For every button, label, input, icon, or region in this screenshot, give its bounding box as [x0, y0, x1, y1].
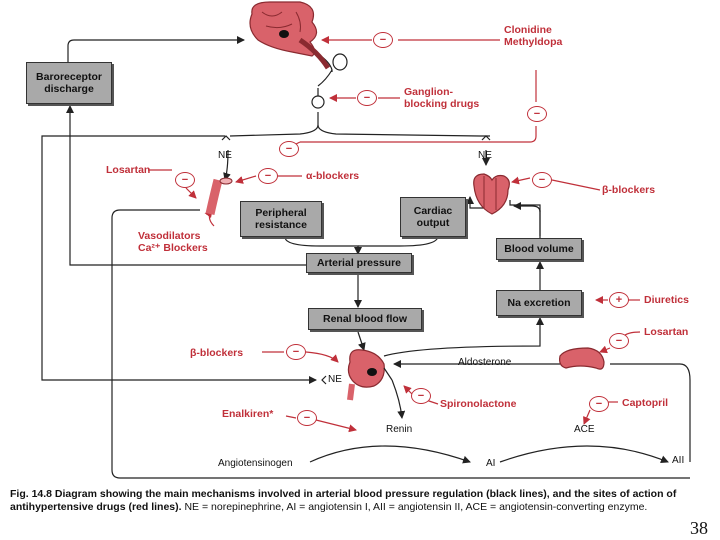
figure-caption-rest: NE = norepinephrine, AI = angiotensin I,…	[181, 501, 648, 513]
ne-left-label: NE	[218, 150, 232, 161]
renin-label: Renin	[386, 424, 413, 435]
spironolactone-minus-sign: −	[411, 388, 431, 404]
nerve-ne-minus-sign: −	[279, 141, 299, 157]
drug-lines	[148, 36, 641, 433]
ace-label: ACE	[574, 424, 595, 435]
ganglion-blocking-drugs-label: Ganglion- blocking drugs	[404, 86, 480, 110]
renal-blood-flow-label: Renal blood flow	[323, 313, 407, 325]
clonidine-ne-minus-sign: −	[527, 106, 547, 122]
losartan-vessel-label: Losartan	[106, 164, 151, 176]
blood-vessel-illustration	[205, 177, 233, 215]
angiotensin-ii-label: AII	[672, 455, 685, 466]
cardiac-output-label: Cardiac output	[413, 205, 453, 229]
ne-kidney-label: NE	[328, 374, 342, 385]
kidney-illustration	[347, 349, 393, 401]
baroreceptor-discharge-label: Baroreceptor discharge	[36, 71, 102, 95]
ganglion-synapse	[311, 53, 348, 109]
enalkiren-minus-sign: −	[297, 410, 317, 426]
captopril-minus-sign: −	[589, 396, 609, 412]
na-excretion-label: Na excretion	[507, 297, 571, 309]
page-number: 38	[690, 518, 708, 538]
spironolactone-label: Spironolactone	[440, 398, 517, 410]
heart-illustration	[473, 173, 510, 215]
ne-right-label: NE	[478, 150, 492, 161]
angiotensinogen-label: Angiotensinogen	[218, 458, 293, 469]
peripheral-resistance-label: Peripheral resistance	[255, 207, 307, 231]
enalkiren-label: Enalkiren*	[222, 408, 274, 420]
losartan-adrenal-minus-sign: −	[609, 333, 629, 349]
diuretics-plus-sign: +	[609, 292, 629, 308]
baroreceptor-discharge-box: Baroreceptor discharge	[26, 62, 112, 104]
alpha-blockers-label: α-blockers	[306, 170, 360, 182]
blood-volume-label: Blood volume	[504, 243, 574, 255]
brain-illustration	[249, 1, 331, 70]
peripheral-resistance-box: Peripheral resistance	[240, 201, 322, 237]
blood-volume-box: Blood volume	[496, 238, 582, 260]
beta-blockers-kidney-label: β-blockers	[190, 347, 244, 359]
ganglion-minus-sign: −	[357, 90, 377, 106]
angiotensin-i-label: AI	[486, 458, 496, 469]
beta-blockers-kidney-minus-sign: −	[286, 344, 306, 360]
alpha-blockers-minus-sign: −	[258, 168, 278, 184]
adrenal-illustration	[559, 347, 605, 370]
losartan-adrenal-label: Losartan	[644, 326, 689, 338]
regulation-lines	[41, 36, 691, 479]
diuretics-label: Diuretics	[644, 294, 689, 306]
na-excretion-box: Na excretion	[496, 290, 582, 316]
beta-blockers-heart-label: β-blockers	[602, 184, 656, 196]
nerve-endings	[221, 135, 491, 385]
vasodilators-label: Vasodilators Ca²⁺ Blockers	[138, 230, 208, 254]
arterial-pressure-label: Arterial pressure	[316, 257, 402, 269]
figure-caption-bold: Fig. 14.8 Diagram showing the main mecha…	[10, 488, 677, 513]
beta-blockers-heart-minus-sign: −	[532, 172, 552, 188]
clonidine-methyldopa-label: Clonidine Methyldopa	[504, 24, 563, 48]
clonidine-minus-sign: −	[373, 32, 393, 48]
aldosterone-label: Aldosterone	[458, 357, 512, 368]
arterial-pressure-box: Arterial pressure	[306, 253, 412, 273]
figure-caption: Fig. 14.8 Diagram showing the main mecha…	[10, 488, 700, 514]
losartan-vessel-minus-sign: −	[175, 172, 195, 188]
renal-blood-flow-box: Renal blood flow	[308, 308, 422, 330]
cardiac-output-box: Cardiac output	[400, 197, 466, 237]
captopril-label: Captopril	[622, 397, 669, 409]
